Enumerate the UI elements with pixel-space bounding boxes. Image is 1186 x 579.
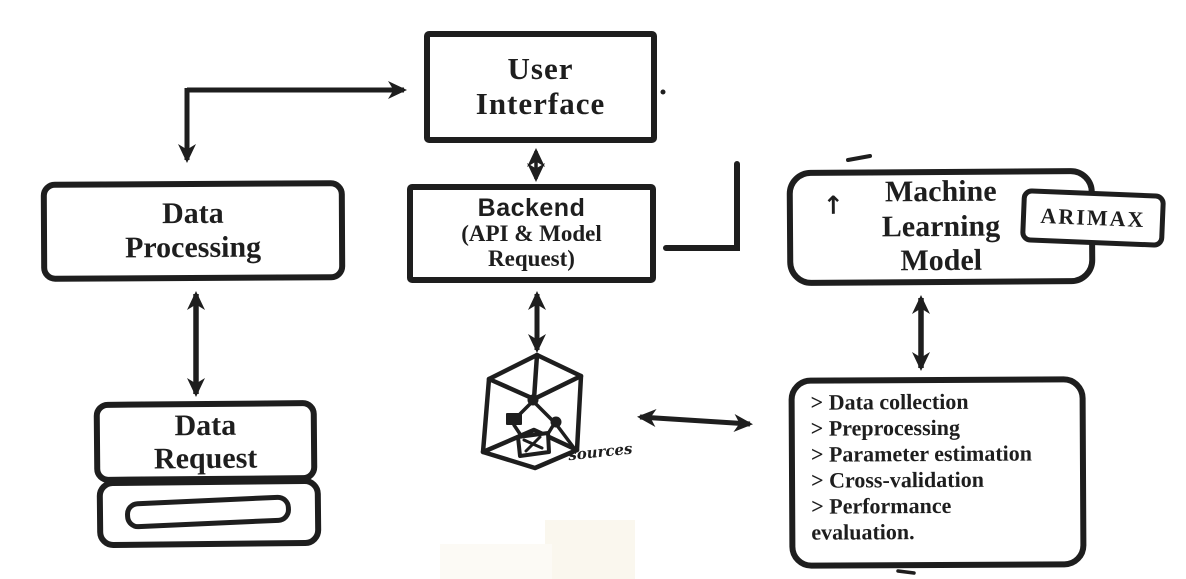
connector-backend-mlmodel (663, 161, 740, 251)
backend-subtitle: (API & Model Request) (461, 221, 602, 271)
sources-label: sources (567, 439, 634, 465)
data-request-box: Data Request (93, 400, 318, 483)
arrow-cube-processlist (637, 409, 753, 432)
scan-highlight (545, 520, 635, 579)
process-list-box: > Data collection> Preprocessing> Parame… (788, 376, 1087, 569)
speck-dash-bottom (896, 569, 916, 575)
speck-dash-top (846, 154, 872, 162)
data-processing-label: Data Processing (124, 197, 262, 265)
backend-title: Backend (477, 194, 586, 223)
process-list-item: > Preprocessing (810, 414, 961, 441)
user-interface-box: User Interface (424, 31, 657, 143)
user-interface-label: User Interface (475, 51, 606, 121)
data-request-tray (96, 477, 322, 549)
arimax-label: ARIMAX (1040, 202, 1146, 233)
up-arrow-icon: ↑ (822, 190, 844, 220)
scan-highlight (440, 544, 552, 579)
data-processing-box: Data Processing (40, 180, 346, 282)
process-list-item: > Performance evaluation. (811, 492, 952, 545)
cube-database-icon (480, 352, 584, 471)
process-list-item: > Data collection (810, 388, 969, 415)
process-list-item: > Parameter estimation (810, 440, 1033, 467)
ml-model-label: Machine Learning Model (881, 174, 1001, 278)
process-list-item: > Cross-validation (810, 466, 984, 493)
tray-slot-icon (124, 494, 292, 530)
speck-dot (660, 89, 666, 95)
backend-box: Backend (API & Model Request) (407, 184, 656, 283)
data-request-label: Data Request (153, 408, 258, 475)
arimax-box: ARIMAX (1019, 188, 1167, 248)
